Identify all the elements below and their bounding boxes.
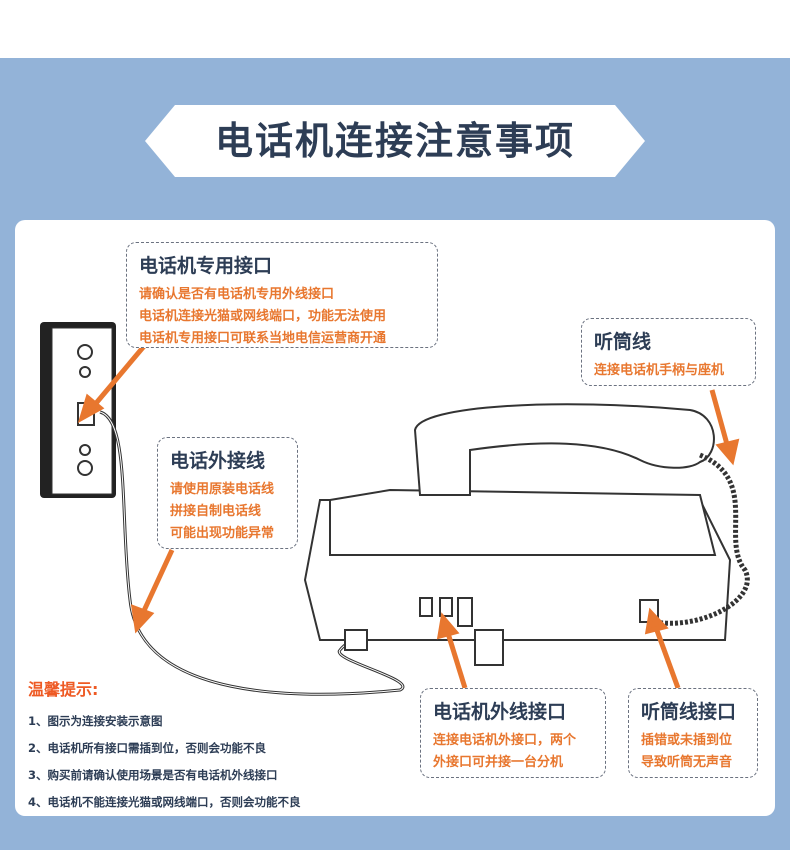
tips-heading: 温馨提示: [28, 680, 99, 699]
callout-title: 听筒线 [594, 331, 652, 353]
tip-item: 2、电话机所有接口需插到位，否则会功能不良 [28, 741, 266, 755]
handset-cord-callout: 听筒线 连接电话机手柄与座机 [581, 318, 756, 386]
tips-section: 温馨提示: 1、图示为连接安装示意图 2、电话机所有接口需插到位，否则会功能不良… [28, 676, 301, 816]
pointer-arrows [77, 343, 740, 689]
callout-line: 请确认是否有电话机专用外线接口 [139, 287, 335, 302]
telephone-base [303, 488, 732, 666]
dedicated-port-callout: 电话机专用接口 请确认是否有电话机专用外线接口 电话机连接光猫或网线端口，功能无… [126, 242, 438, 348]
callout-title: 电话机外线接口 [433, 701, 567, 723]
callout-line: 电话机专用接口可联系当地电信运营商开通 [139, 331, 387, 346]
phone-line-port-callout: 电话机外线接口 连接电话机外接口，两个 外接口可并接一台分机 [420, 688, 606, 778]
handset [413, 403, 715, 496]
callout-line: 连接电话机手柄与座机 [594, 363, 725, 378]
handset-port-callout: 听筒线接口 插错或未插到位 导致听筒无声音 [628, 688, 758, 778]
callout-line: 外接口可并接一台分机 [433, 755, 564, 770]
callout-line: 拼接自制电话线 [170, 504, 262, 519]
title-banner: 电话机连接注意事项 [145, 105, 645, 177]
banner-shape [145, 105, 645, 177]
page-title: 电话机连接注意事项 [214, 119, 575, 163]
callout-title: 电话机专用接口 [139, 255, 273, 277]
coiled-handset-cord [654, 452, 750, 626]
callout-title: 听筒线接口 [641, 701, 737, 723]
callout-line: 电话机连接光猫或网线端口，功能无法使用 [139, 309, 387, 324]
callout-title: 电话外接线 [170, 450, 266, 472]
outside-line-callout: 电话外接线 请使用原装电话线 拼接自制电话线 可能出现功能异常 [157, 437, 298, 549]
callout-line: 连接电话机外接口，两个 [433, 733, 577, 748]
tip-item: 3、购买前请确认使用场景是否有电话机外线接口 [28, 768, 278, 782]
callout-line: 导致听筒无声音 [641, 755, 733, 770]
tip-item: 4、电话机不能连接光猫或网线端口，否则会功能不良 [28, 795, 301, 809]
callout-line: 请使用原装电话线 [170, 482, 275, 497]
tip-item: 1、图示为连接安装示意图 [28, 714, 163, 728]
callout-line: 可能出现功能异常 [170, 526, 275, 541]
wall-socket-plate [40, 322, 116, 498]
callout-line: 插错或未插到位 [641, 733, 733, 748]
